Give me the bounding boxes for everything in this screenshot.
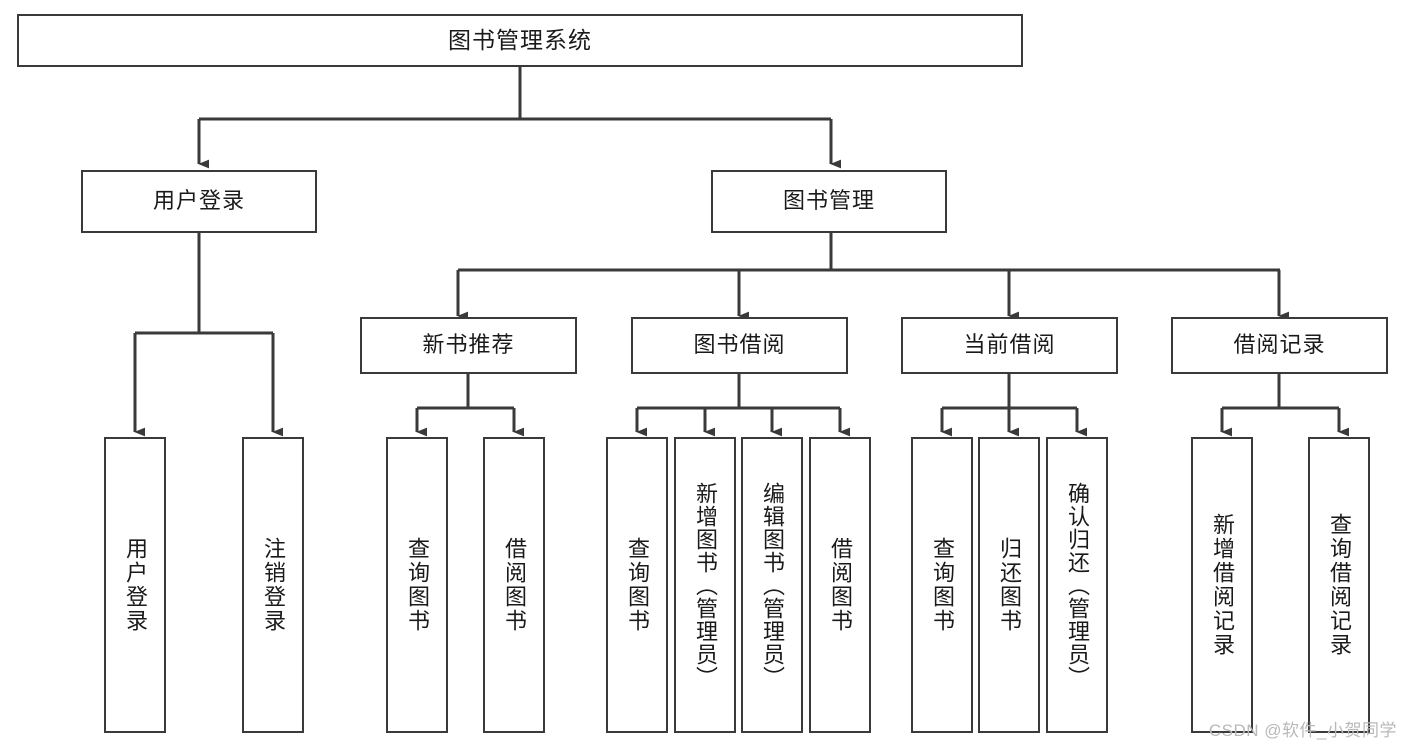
node-label: 确认归还（管理员） xyxy=(1064,481,1090,689)
leaf-borrow-add-book-admin[interactable]: 新增图书（管理员） xyxy=(674,437,736,733)
leaf-current-return-book[interactable]: 归还图书 xyxy=(978,437,1040,733)
node-book-management[interactable]: 图书管理 xyxy=(711,170,947,233)
leaf-recommend-borrow-book[interactable]: 借阅图书 xyxy=(483,437,545,733)
node-label: 图书借阅 xyxy=(693,332,786,358)
node-label: 查询借阅记录 xyxy=(1326,513,1352,657)
node-label: 新增借阅记录 xyxy=(1209,513,1235,657)
node-label: 归还图书 xyxy=(996,537,1022,633)
node-user-login[interactable]: 用户登录 xyxy=(81,170,317,233)
node-label: 借阅记录 xyxy=(1233,332,1326,358)
leaf-borrow-edit-book-admin[interactable]: 编辑图书（管理员） xyxy=(741,437,803,733)
node-current-borrow[interactable]: 当前借阅 xyxy=(901,317,1118,374)
leaf-record-query-borrow-record[interactable]: 查询借阅记录 xyxy=(1308,437,1370,733)
node-label: 用户登录 xyxy=(122,537,148,633)
node-label: 编辑图书（管理员） xyxy=(759,481,785,689)
leaf-recommend-query-book[interactable]: 查询图书 xyxy=(386,437,448,733)
node-borrow-record[interactable]: 借阅记录 xyxy=(1171,317,1388,374)
leaf-record-add-borrow-record[interactable]: 新增借阅记录 xyxy=(1191,437,1253,733)
node-label: 借阅图书 xyxy=(501,537,527,633)
leaf-borrow-borrow-book[interactable]: 借阅图书 xyxy=(809,437,871,733)
csdn-watermark: CSDN @软件_小贺同学 xyxy=(1208,721,1397,740)
node-root-book-management-system[interactable]: 图书管理系统 xyxy=(17,14,1023,67)
leaf-current-query-book[interactable]: 查询图书 xyxy=(911,437,973,733)
node-book-borrow[interactable]: 图书借阅 xyxy=(631,317,848,374)
leaf-borrow-query-book[interactable]: 查询图书 xyxy=(606,437,668,733)
node-label: 当前借阅 xyxy=(963,332,1056,358)
node-label: 图书管理 xyxy=(782,188,875,214)
node-label: 查询图书 xyxy=(624,537,650,633)
node-label: 用户登录 xyxy=(152,188,245,214)
leaf-user-login-login[interactable]: 用户登录 xyxy=(104,437,166,733)
node-label: 新书推荐 xyxy=(422,332,515,358)
leaf-current-confirm-return-admin[interactable]: 确认归还（管理员） xyxy=(1046,437,1108,733)
node-new-book-recommend[interactable]: 新书推荐 xyxy=(360,317,577,374)
node-label: 注销登录 xyxy=(260,537,286,633)
node-label: 借阅图书 xyxy=(827,537,853,633)
node-label: 图书管理系统 xyxy=(448,26,592,53)
node-label: 查询图书 xyxy=(404,537,430,633)
node-label: 新增图书（管理员） xyxy=(692,481,718,689)
leaf-user-login-logout[interactable]: 注销登录 xyxy=(242,437,304,733)
node-label: 查询图书 xyxy=(929,537,955,633)
